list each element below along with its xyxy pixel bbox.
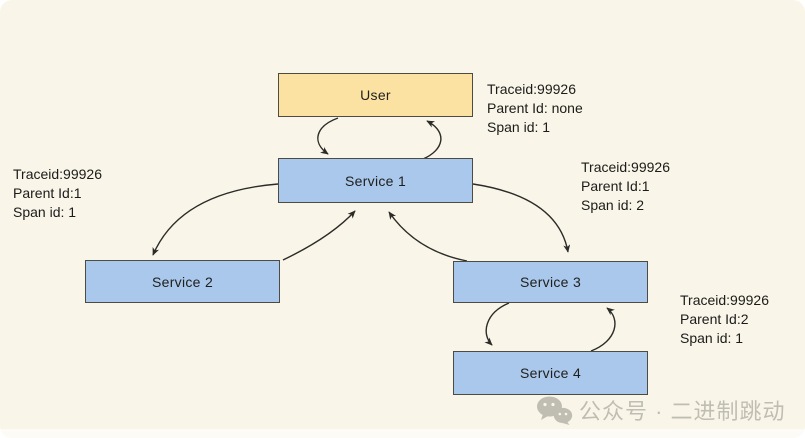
annotation-line: Parent Id:1 <box>13 185 82 201</box>
annotation-line: Span id: 1 <box>13 204 77 220</box>
arrow-service4-to-service3 <box>590 307 616 352</box>
node-service4-label: Service 4 <box>519 365 582 381</box>
node-service2: Service 2 <box>85 260 280 303</box>
watermark-text: 公众号 · 二进制跳动 <box>579 399 786 424</box>
arrow-service2-to-service1 <box>282 210 356 261</box>
annotation-line: Span id: 1 <box>680 330 744 346</box>
annotation-line: Traceid:99926 <box>680 292 769 308</box>
annotation-service2-trace: Traceid:99926 Parent Id:1 Span id: 1 <box>13 165 102 222</box>
annotation-line: Traceid:99926 <box>13 166 102 182</box>
node-service3-label: Service 3 <box>519 274 582 290</box>
annotation-user-trace: Traceid:99926 Parent Id: none Span id: 1 <box>487 80 583 137</box>
node-service2-label: Service 2 <box>151 273 214 290</box>
arrow-service3-to-service4 <box>484 302 510 346</box>
annotation-line: Traceid:99926 <box>487 81 576 97</box>
annotation-service3-trace: Traceid:99926 Parent Id:1 Span id: 2 <box>581 158 670 215</box>
annotation-line: Parent Id: none <box>487 100 583 116</box>
arrow-service3-to-service1 <box>388 211 468 262</box>
arrow-service1-to-service2 <box>152 183 279 256</box>
node-user-label: User <box>360 87 391 103</box>
bottom-fade-strip <box>0 429 805 438</box>
arrow-user-to-service1 <box>317 117 339 155</box>
node-user: User <box>278 73 473 117</box>
annotation-service4-trace: Traceid:99926 Parent Id:2 Span id: 1 <box>680 291 769 348</box>
annotation-line: Parent Id:2 <box>680 311 749 327</box>
annotation-line: Traceid:99926 <box>581 159 670 175</box>
node-service1-label: Service 1 <box>344 172 407 189</box>
node-service1: Service 1 <box>278 158 473 203</box>
node-service4: Service 4 <box>453 351 648 395</box>
watermark: 公众号 · 二进制跳动 <box>536 394 786 426</box>
annotation-line: Span id: 2 <box>581 197 645 213</box>
annotation-line: Parent Id:1 <box>581 178 650 194</box>
arrow-service1-to-user <box>422 120 442 160</box>
annotation-line: Span id: 1 <box>487 119 551 135</box>
node-service3: Service 3 <box>453 261 648 303</box>
arrow-service1-to-service3 <box>472 183 571 253</box>
wechat-icon <box>537 396 573 425</box>
